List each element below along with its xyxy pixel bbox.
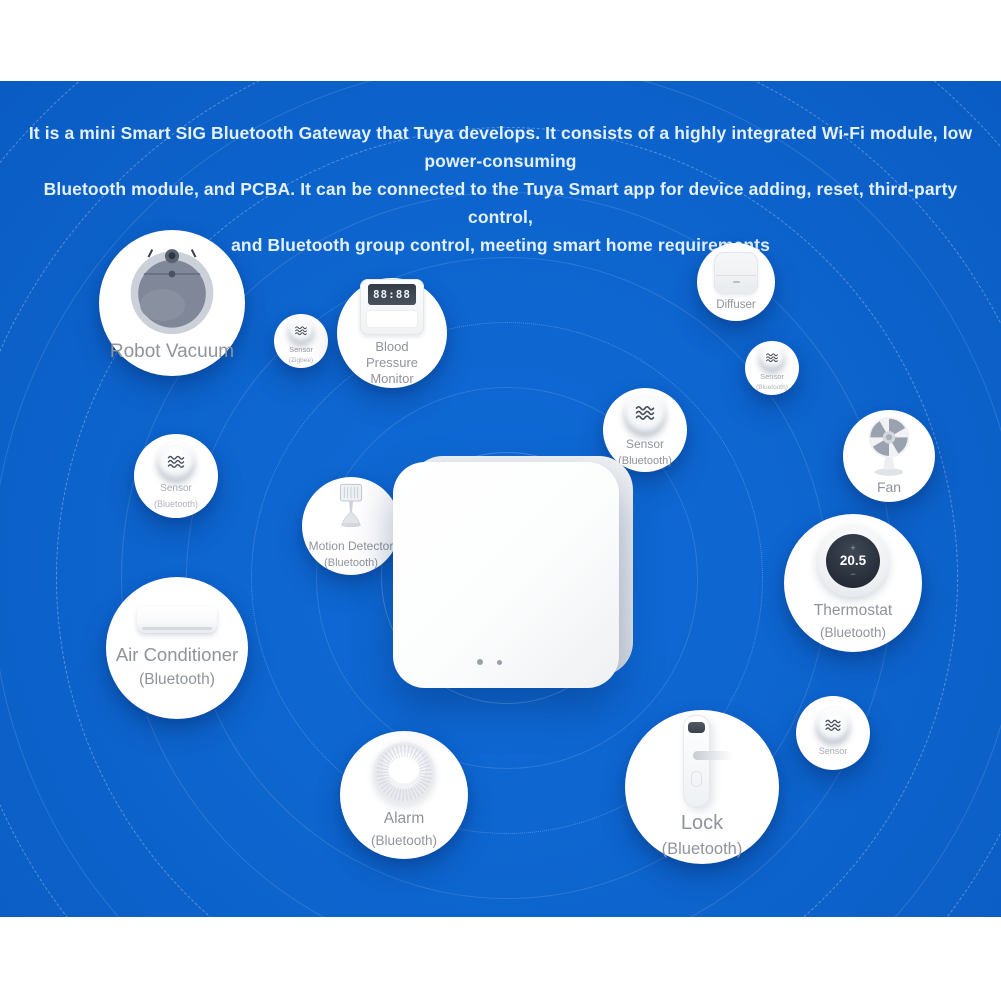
intro-line-2: Bluetooth module, and PCBA. It can be co… <box>43 179 958 227</box>
intro-line-3: and Bluetooth group control, meeting sma… <box>231 235 770 255</box>
device-label: Sensor <box>625 436 665 451</box>
lock-body <box>683 714 710 807</box>
device-circle-sensor-bluetooth-middle: Sensor (Bluetooth) <box>603 388 687 472</box>
robot-vacuum-icon <box>130 248 214 334</box>
device-sublabel: (Bluetooth) <box>661 839 743 858</box>
device-circle-robot-vacuum: Robot Vacuum <box>99 230 245 376</box>
device-sublabel: (Bluetooth) <box>153 498 199 509</box>
device-sublabel: (Bluetooth) <box>618 454 672 467</box>
lock-camera <box>688 721 705 733</box>
bp-display: 88:88 <box>368 283 416 305</box>
gateway-led-dot <box>497 660 502 665</box>
thermostat-icon: + 20.5 − <box>817 525 889 598</box>
motion-detector-icon <box>339 483 363 528</box>
diffuser-icon <box>714 251 758 294</box>
thermostat-value: 20.5 <box>839 552 867 568</box>
device-circle-sensor-bluetooth-upper-right: Sensor (Bluetooth) <box>745 341 799 395</box>
sensor-wave-icon <box>759 344 785 371</box>
device-sublabel: (Bluetooth) <box>819 624 887 640</box>
device-label: Robot Vacuum <box>109 340 235 362</box>
alarm-icon <box>372 741 436 806</box>
intro-line-1: It is a mini Smart SIG Bluetooth Gateway… <box>28 123 973 171</box>
device-sublabel: (Bluetooth) <box>324 556 378 569</box>
diffuser-logo-mark <box>733 280 740 283</box>
device-sublabel: (Bluetooth) <box>139 670 215 688</box>
device-circle-motion-detector: Motion Detector (Bluetooth) <box>302 477 400 575</box>
device-label: Sensor <box>289 345 313 355</box>
gateway-device <box>393 456 633 688</box>
intro-text: It is a mini Smart SIG Bluetooth Gateway… <box>20 119 981 259</box>
device-label: Air Conditioner <box>115 643 239 665</box>
device-circle-thermostat: + 20.5 − Thermostat (Bluetooth) <box>784 514 922 652</box>
device-circle-blood-pressure-monitor: 88:88 Blood Pressure Monitor <box>337 278 447 388</box>
gateway-front-face <box>393 462 619 688</box>
device-sublabel: (Bluetooth) <box>756 383 788 391</box>
device-label: Sensor <box>760 372 784 382</box>
sensor-wave-icon <box>624 391 666 434</box>
ac-vent <box>142 626 212 630</box>
lock-keyhole <box>691 770 702 787</box>
device-sublabel: (Zigbee) <box>288 356 314 364</box>
device-sublabel: (Bluetooth) <box>370 832 438 848</box>
bp-cuff-slot <box>366 309 418 328</box>
device-circle-air-conditioner: Air Conditioner (Bluetooth) <box>106 577 248 719</box>
device-circle-diffuser: Diffuser <box>697 243 775 321</box>
device-label: Diffuser <box>716 298 756 311</box>
lock-icon <box>669 714 733 807</box>
device-circle-alarm: Alarm (Bluetooth) <box>340 731 468 859</box>
fan-icon <box>868 417 910 477</box>
thermostat-minus: − <box>850 568 856 579</box>
device-label: Lock <box>680 811 724 834</box>
air-conditioner-icon <box>137 606 217 634</box>
device-label: Sensor <box>818 746 848 757</box>
sensor-wave-icon <box>157 442 195 481</box>
bottom-white-band <box>0 917 1001 1001</box>
blood-pressure-monitor-icon: 88:88 <box>360 278 424 335</box>
sensor-wave-icon <box>288 317 314 344</box>
thermostat-display: + 20.5 − <box>826 534 880 589</box>
lock-handle <box>693 750 733 760</box>
device-circle-sensor-zigbee: Sensor (Zigbee) <box>274 314 328 368</box>
thermostat-plus: + <box>850 542 856 553</box>
device-label: Alarm <box>383 810 425 828</box>
diffuser-seam <box>716 274 756 276</box>
device-label: Blood Pressure Monitor <box>365 338 419 387</box>
device-circle-sensor-bluetooth-left: Sensor (Bluetooth) <box>134 434 218 518</box>
device-circle-sensor-bottom-right: Sensor <box>796 696 870 770</box>
gateway-led-dot <box>477 659 483 665</box>
device-label: Sensor <box>160 483 192 495</box>
device-label: Thermostat <box>813 602 893 620</box>
top-white-band <box>0 0 1001 81</box>
device-label: Motion Detector <box>308 538 394 553</box>
device-circle-fan: Fan <box>843 410 935 502</box>
device-circle-lock: Lock (Bluetooth) <box>625 710 779 864</box>
device-label: Fan <box>876 479 902 496</box>
sensor-wave-icon <box>816 708 850 743</box>
